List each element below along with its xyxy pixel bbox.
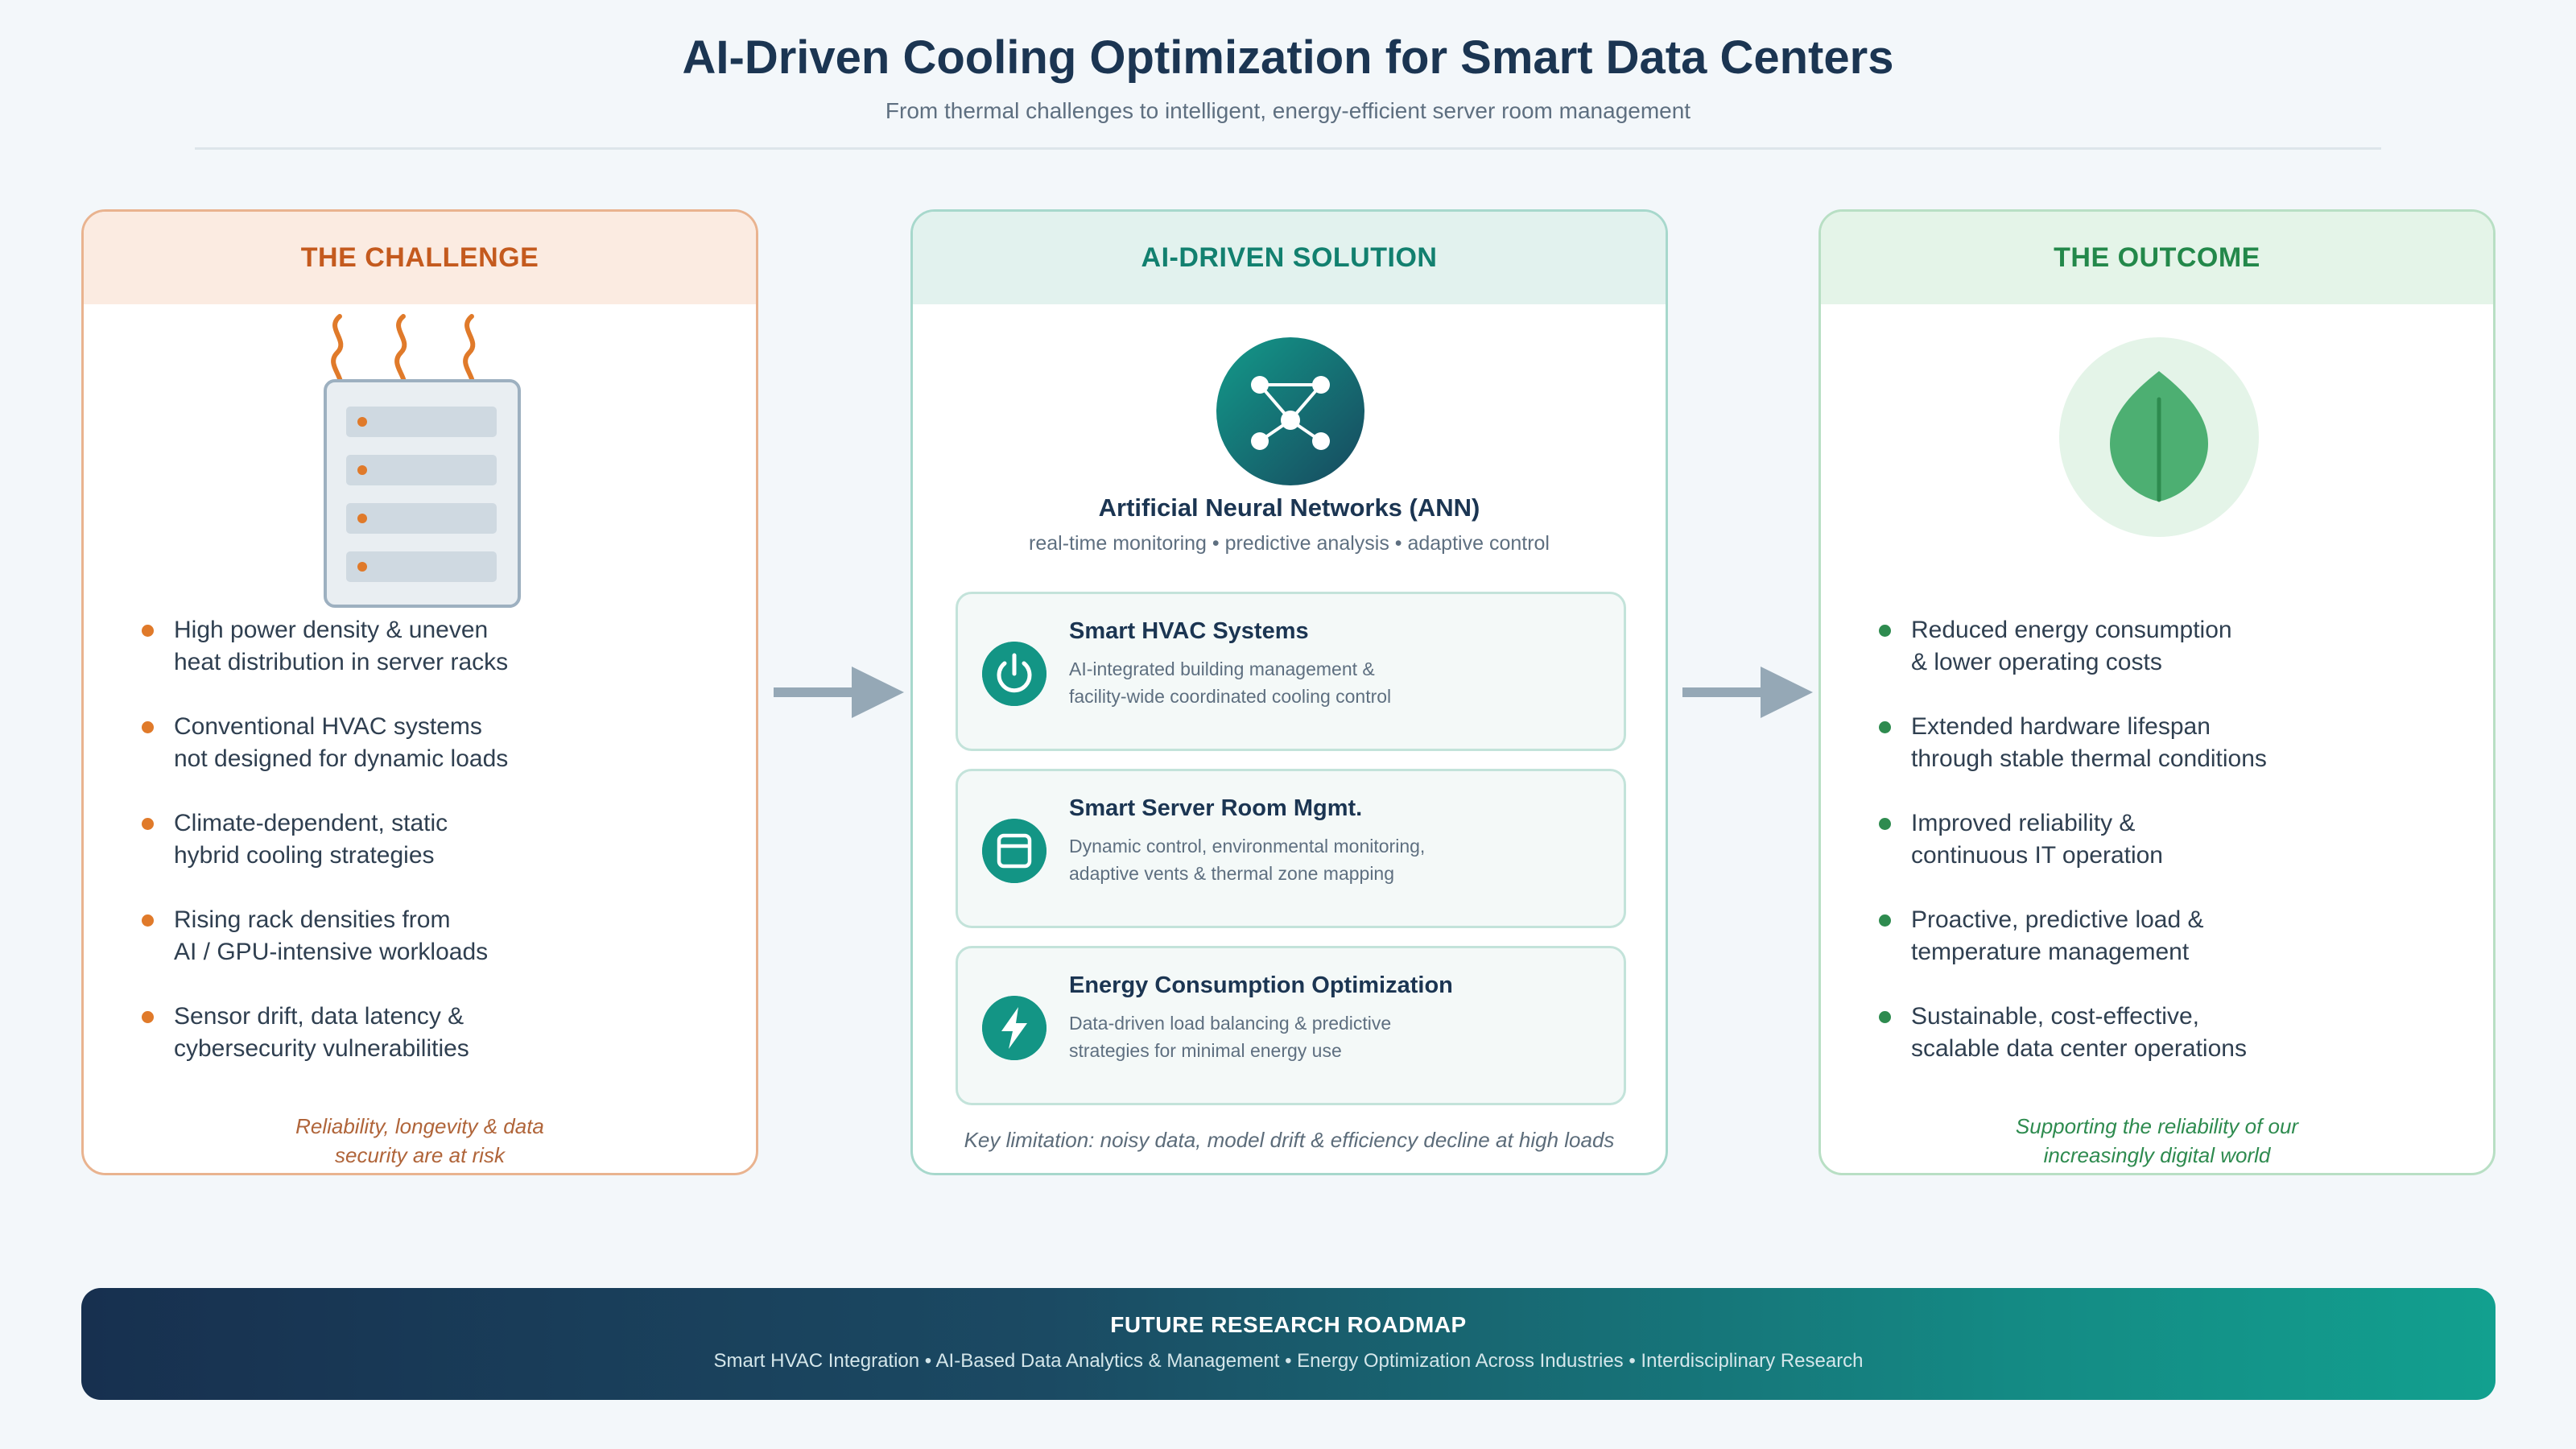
list-item: Sustainable, cost-effective,scalable dat… xyxy=(1877,1001,2267,1065)
server-room-icon xyxy=(982,819,1046,883)
page-title: AI-Driven Cooling Optimization for Smart… xyxy=(682,31,1894,84)
card-title: Smart HVAC Systems xyxy=(1069,618,1309,644)
ann-title: Artificial Neural Networks (ANN) xyxy=(1098,493,1480,522)
outcome-list: Reduced energy consumption& lower operat… xyxy=(1877,614,2267,1097)
card-title: Energy Consumption Optimization xyxy=(1069,972,1453,998)
list-item: Sensor drift, data latency &cybersecurit… xyxy=(140,1001,508,1065)
card-title: Smart Server Room Mgmt. xyxy=(1069,795,1363,821)
arrow-right-icon xyxy=(1682,667,1813,718)
power-icon xyxy=(982,642,1046,706)
research-roadmap-banner: FUTURE RESEARCH ROADMAP Smart HVAC Integ… xyxy=(81,1288,2496,1400)
header-divider xyxy=(195,147,2381,150)
card-description: AI-integrated building management &facil… xyxy=(1069,658,1392,707)
solution-card-energy: Energy Consumption Optimization Data-dri… xyxy=(956,946,1626,1105)
arrow-right-icon xyxy=(774,667,904,718)
solution-card-server-room: Smart Server Room Mgmt. Dynamic control,… xyxy=(956,769,1626,928)
solution-panel: AI-DRIVEN SOLUTION Artificial Neural Net… xyxy=(910,209,1668,1175)
server-rack-heat-icon xyxy=(324,314,521,608)
challenge-panel: THE CHALLENGE High power density & uneve… xyxy=(81,209,758,1175)
lightning-icon xyxy=(982,996,1046,1060)
outcome-heading: THE OUTCOME xyxy=(1821,212,2493,304)
list-item: Reduced energy consumption& lower operat… xyxy=(1877,614,2267,679)
solution-footnote: Key limitation: noisy data, model drift … xyxy=(964,1128,1615,1152)
roadmap-title: FUTURE RESEARCH ROADMAP xyxy=(1110,1312,1467,1337)
neural-network-icon xyxy=(1216,337,1364,485)
ann-subtitle: real-time monitoring • predictive analys… xyxy=(1029,532,1550,555)
list-item: Improved reliability &continuous IT oper… xyxy=(1877,807,2267,872)
outcome-panel: THE OUTCOME Reduced energy consumption& … xyxy=(1818,209,2496,1175)
solution-card-hvac: Smart HVAC Systems AI-integrated buildin… xyxy=(956,592,1626,751)
card-description: Dynamic control, environmental monitorin… xyxy=(1069,836,1426,884)
leaf-icon xyxy=(2059,337,2259,537)
list-item: Proactive, predictive load &temperature … xyxy=(1877,904,2267,968)
solution-heading: AI-DRIVEN SOLUTION xyxy=(913,212,1666,304)
page-subtitle: From thermal challenges to intelligent, … xyxy=(885,98,1691,123)
challenge-heading: THE CHALLENGE xyxy=(84,212,756,304)
roadmap-items: Smart HVAC Integration • AI-Based Data A… xyxy=(713,1350,1864,1372)
